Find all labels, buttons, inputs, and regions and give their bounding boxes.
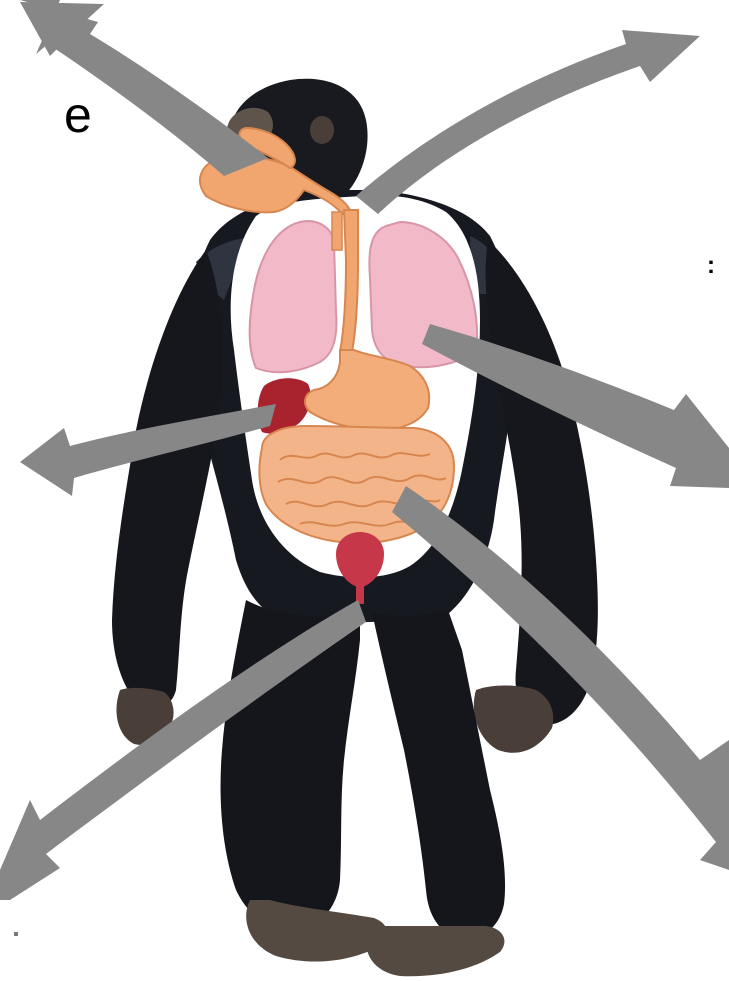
chimp-left-foot xyxy=(246,900,387,962)
edge-speck xyxy=(14,932,18,936)
chimp-right-leg xyxy=(372,610,505,938)
chimp-left-arm xyxy=(112,250,222,710)
chimp-right-foot xyxy=(367,926,505,976)
trachea xyxy=(332,212,342,250)
arrow-upper-right xyxy=(356,30,700,214)
right-edge-fragment: : xyxy=(707,254,715,278)
chimp-right-hand xyxy=(474,686,553,753)
left-edge-fragment: e xyxy=(64,90,92,140)
chimp-ear xyxy=(310,116,334,144)
